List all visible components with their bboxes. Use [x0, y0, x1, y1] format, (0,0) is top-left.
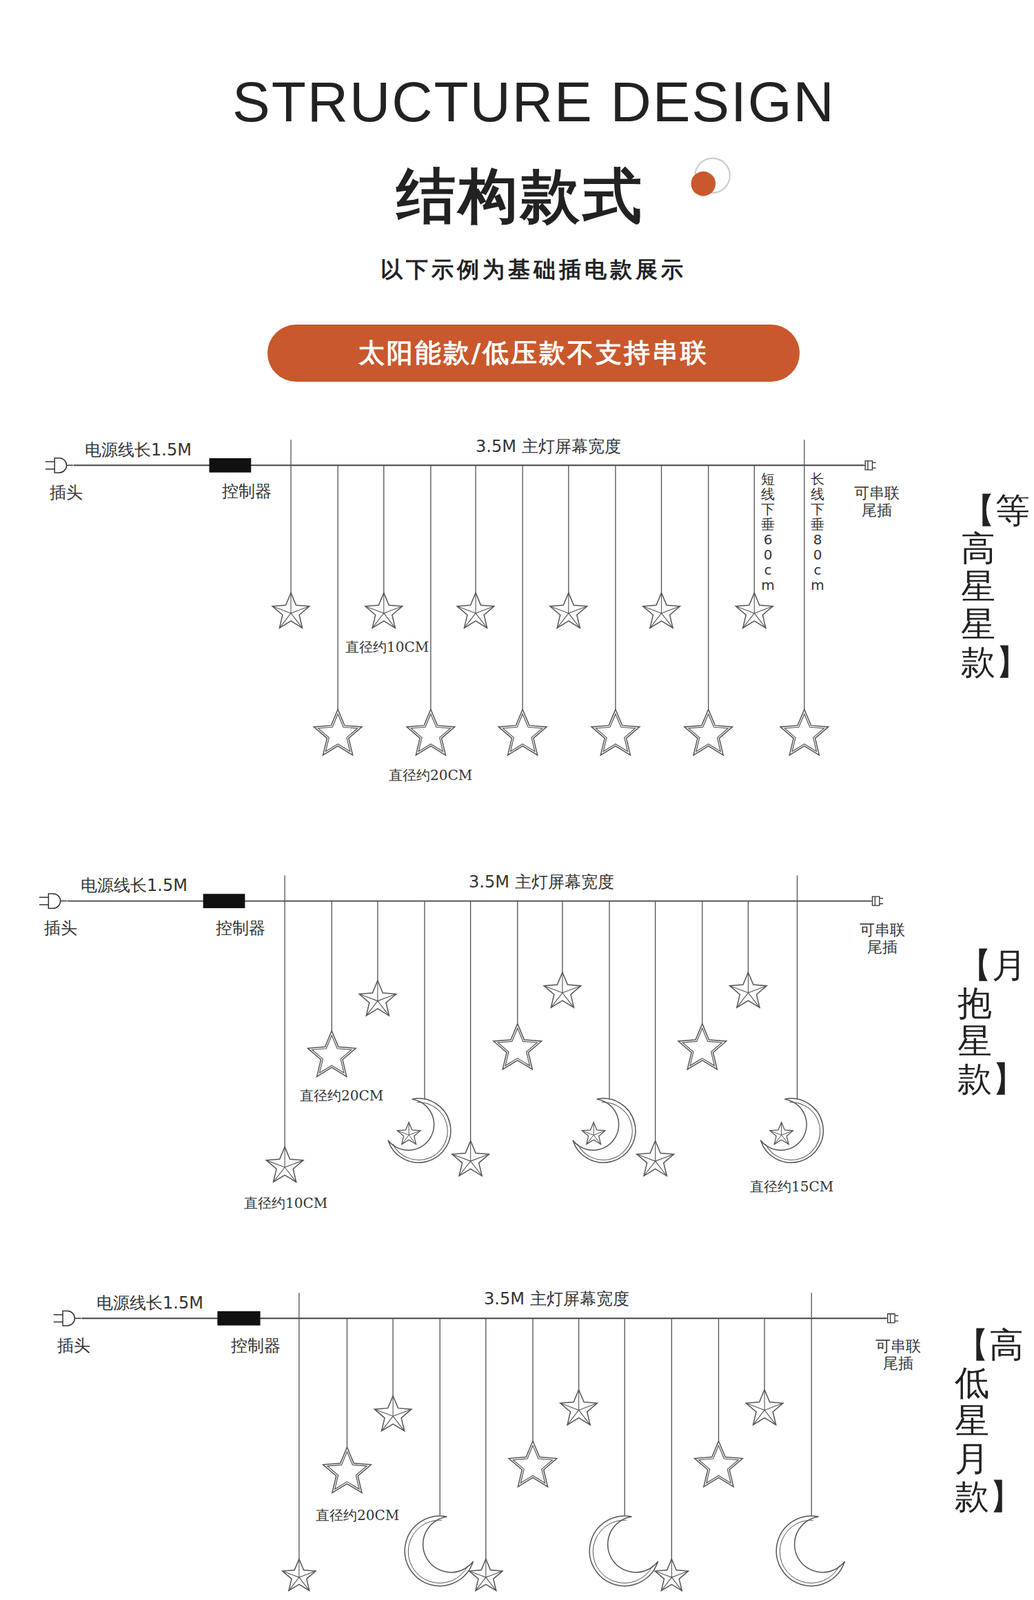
banner-text: 太阳能款/低压款不支持串联 [358, 335, 710, 371]
controller-label: 控制器 [214, 918, 267, 939]
tail-plug-label: 可串联 尾插 [849, 484, 905, 520]
style-name: 【月抱星款】 [957, 947, 992, 1099]
plug-label: 插头 [42, 918, 79, 939]
cable-length: 电源线长1.5M [95, 1293, 205, 1314]
style-name: 【等高星星款】 [960, 492, 996, 682]
drop-length: 短线下垂60cm [761, 471, 775, 593]
subheading: 以下示例为基础插电款展示 [379, 256, 688, 283]
notice-banner: 太阳能款/低压款不支持串联 [267, 324, 800, 382]
page-title: STRUCTURE DESIGN [230, 68, 837, 136]
title-icon [690, 158, 730, 197]
plug-label: 插头 [55, 1336, 92, 1357]
layout-high-low-star-moon [53, 1293, 899, 1591]
diameter-label: 直径约15CM [748, 1178, 835, 1196]
cable-length: 电源线长1.5M [79, 876, 189, 897]
controller-label: 控制器 [229, 1336, 282, 1357]
width-dimension: 3.5M 主灯屏幕宽度 [474, 437, 623, 458]
diameter-label: 直径约10CM [242, 1195, 329, 1212]
diameter-label: 直径约10CM [343, 639, 431, 656]
drop-length: 长线下垂80cm [810, 471, 825, 593]
diameter-label: 直径约20CM [298, 1087, 385, 1105]
tail-plug-label: 可串联 尾插 [871, 1337, 926, 1374]
section-heading: 结构款式 [394, 160, 646, 232]
width-dimension: 3.5M 主灯屏幕宽度 [482, 1289, 631, 1310]
plug-label: 插头 [48, 483, 85, 504]
controller-label: 控制器 [220, 481, 273, 502]
tail-plug-label: 可串联 尾插 [855, 921, 910, 957]
style-name: 【高低星月款】 [954, 1326, 990, 1517]
layout-moon-hug-stars [39, 876, 884, 1183]
width-dimension: 3.5M 主灯屏幕宽度 [467, 872, 616, 893]
diameter-label: 直径约20CM [314, 1507, 401, 1525]
layout-equal-stars [45, 439, 877, 756]
cable-length: 电源线长1.5M [83, 440, 194, 461]
diameter-label: 直径约20CM [387, 767, 474, 784]
